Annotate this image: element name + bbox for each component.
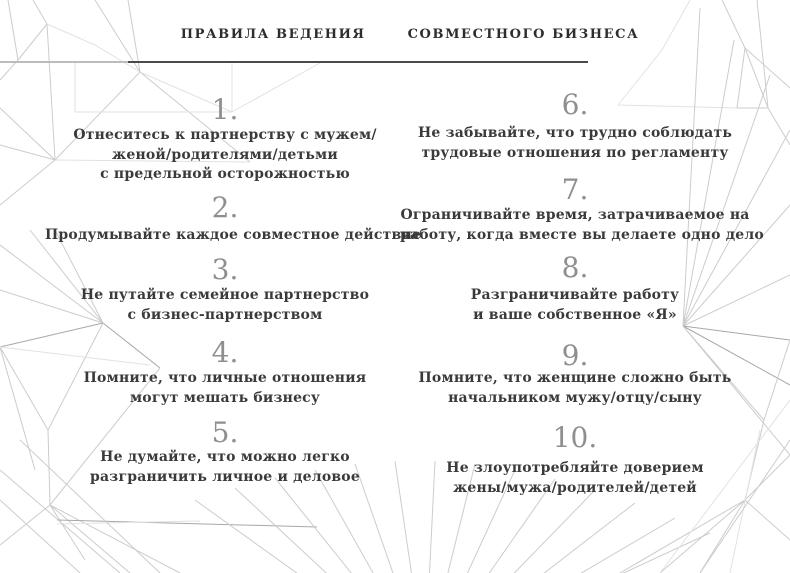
ornament-bottom-left xyxy=(0,367,318,573)
rule-text-line: Помните, что женщине сложно быть xyxy=(418,370,732,386)
rule-text-line: Не думайте, что можно легко xyxy=(100,449,350,465)
rule-number-10: 10. xyxy=(552,421,598,454)
rule-text-line: Помните, что личные отношения xyxy=(83,370,367,386)
rule-text-line: могут мешать бизнесу xyxy=(129,389,321,406)
rule-number-6: 6. xyxy=(561,88,589,121)
rule-number-4: 4. xyxy=(211,336,239,369)
page-title-right: СОВМЕСТНОГО БИЗНЕСА xyxy=(407,27,640,42)
rule-text-line: и ваше собственное «Я» xyxy=(473,306,677,323)
rule-text-line: Отнеситесь к партнерству с мужем/ xyxy=(73,127,377,143)
rule-text-line: начальником мужу/отцу/сыну xyxy=(448,389,702,406)
rule-text-line: разграничить личное и деловое xyxy=(90,468,360,485)
rule-number-5: 5. xyxy=(211,416,239,449)
rule-text-line: Не злоупотребляйте доверием xyxy=(446,460,704,476)
rule-number-3: 3. xyxy=(211,253,239,286)
ornament-right xyxy=(682,7,790,456)
rule-text-7: Ограничивайте время, затрачиваемое на раб… xyxy=(400,206,764,245)
rule-text-line: трудовые отношения по регламенту xyxy=(421,144,729,161)
rule-number-2: 2. xyxy=(211,191,239,224)
rule-number-1: 1. xyxy=(211,93,239,126)
rule-text-9: Помните, что женщине сложно быть начальни… xyxy=(400,369,750,408)
rule-text-6: Не забывайте, что трудно соблюдать трудов… xyxy=(400,124,750,163)
rule-number-7: 7. xyxy=(561,173,589,206)
rule-text-line: Разграничивайте работу xyxy=(470,287,680,303)
ornament-bottom-fan xyxy=(194,460,711,573)
rule-text-line: Ограничивайте время, затрачиваемое на xyxy=(400,207,750,223)
ornament-top-right xyxy=(617,0,790,146)
ornament-left xyxy=(0,229,161,471)
rule-text-line: Не путайте семейное партнерство xyxy=(80,287,370,303)
rule-text-2: Продумывайте каждое совместное действие xyxy=(45,226,422,246)
rule-text-8: Разграничивайте работу и ваше собственное… xyxy=(400,286,750,325)
rule-number-9: 9. xyxy=(561,339,589,372)
rule-text-4: Помните, что личные отношения могут мешат… xyxy=(45,369,405,408)
header-divider xyxy=(128,61,588,63)
rule-text-line: женой/родителями/детьми xyxy=(112,146,338,163)
page-header: ПРАВИЛА ВЕДЕНИЯ СОВМЕСТНОГО БИЗНЕСА xyxy=(30,27,790,42)
rule-text-line: Не забывайте, что трудно соблюдать xyxy=(417,125,733,141)
rules-column-right: 6. Не забывайте, что трудно соблюдать труд… xyxy=(400,0,764,573)
header-divider-light xyxy=(0,61,128,63)
rule-text-5: Не думайте, что можно легко разграничить … xyxy=(45,448,405,487)
rule-text-10: Не злоупотребляйте доверием жены/мужа/род… xyxy=(400,459,750,498)
rule-text-line: жены/мужа/родителей/детей xyxy=(453,479,697,496)
rules-column-left: 1.Отнеситесь к партнерству с мужем/женой… xyxy=(45,0,422,573)
rule-text-line: Продумывайте каждое совместное действие xyxy=(45,227,422,243)
rule-text-line: работу, когда вместе вы делаете одно дел… xyxy=(400,226,764,243)
ornament-top-left xyxy=(0,0,321,206)
rule-text-3: Не путайте семейное партнерство с бизнес-… xyxy=(45,286,405,325)
rule-number-8: 8. xyxy=(561,251,589,284)
ornament-bottom-right xyxy=(619,399,790,573)
page-title-left: ПРАВИЛА ВЕДЕНИЯ xyxy=(180,27,366,42)
rule-text-line: с предельной осторожностью xyxy=(100,166,350,182)
rule-text-line: с бизнес-партнерством xyxy=(127,306,323,323)
rule-text-1: Отнеситесь к партнерству с мужем/женой/р… xyxy=(45,126,405,185)
